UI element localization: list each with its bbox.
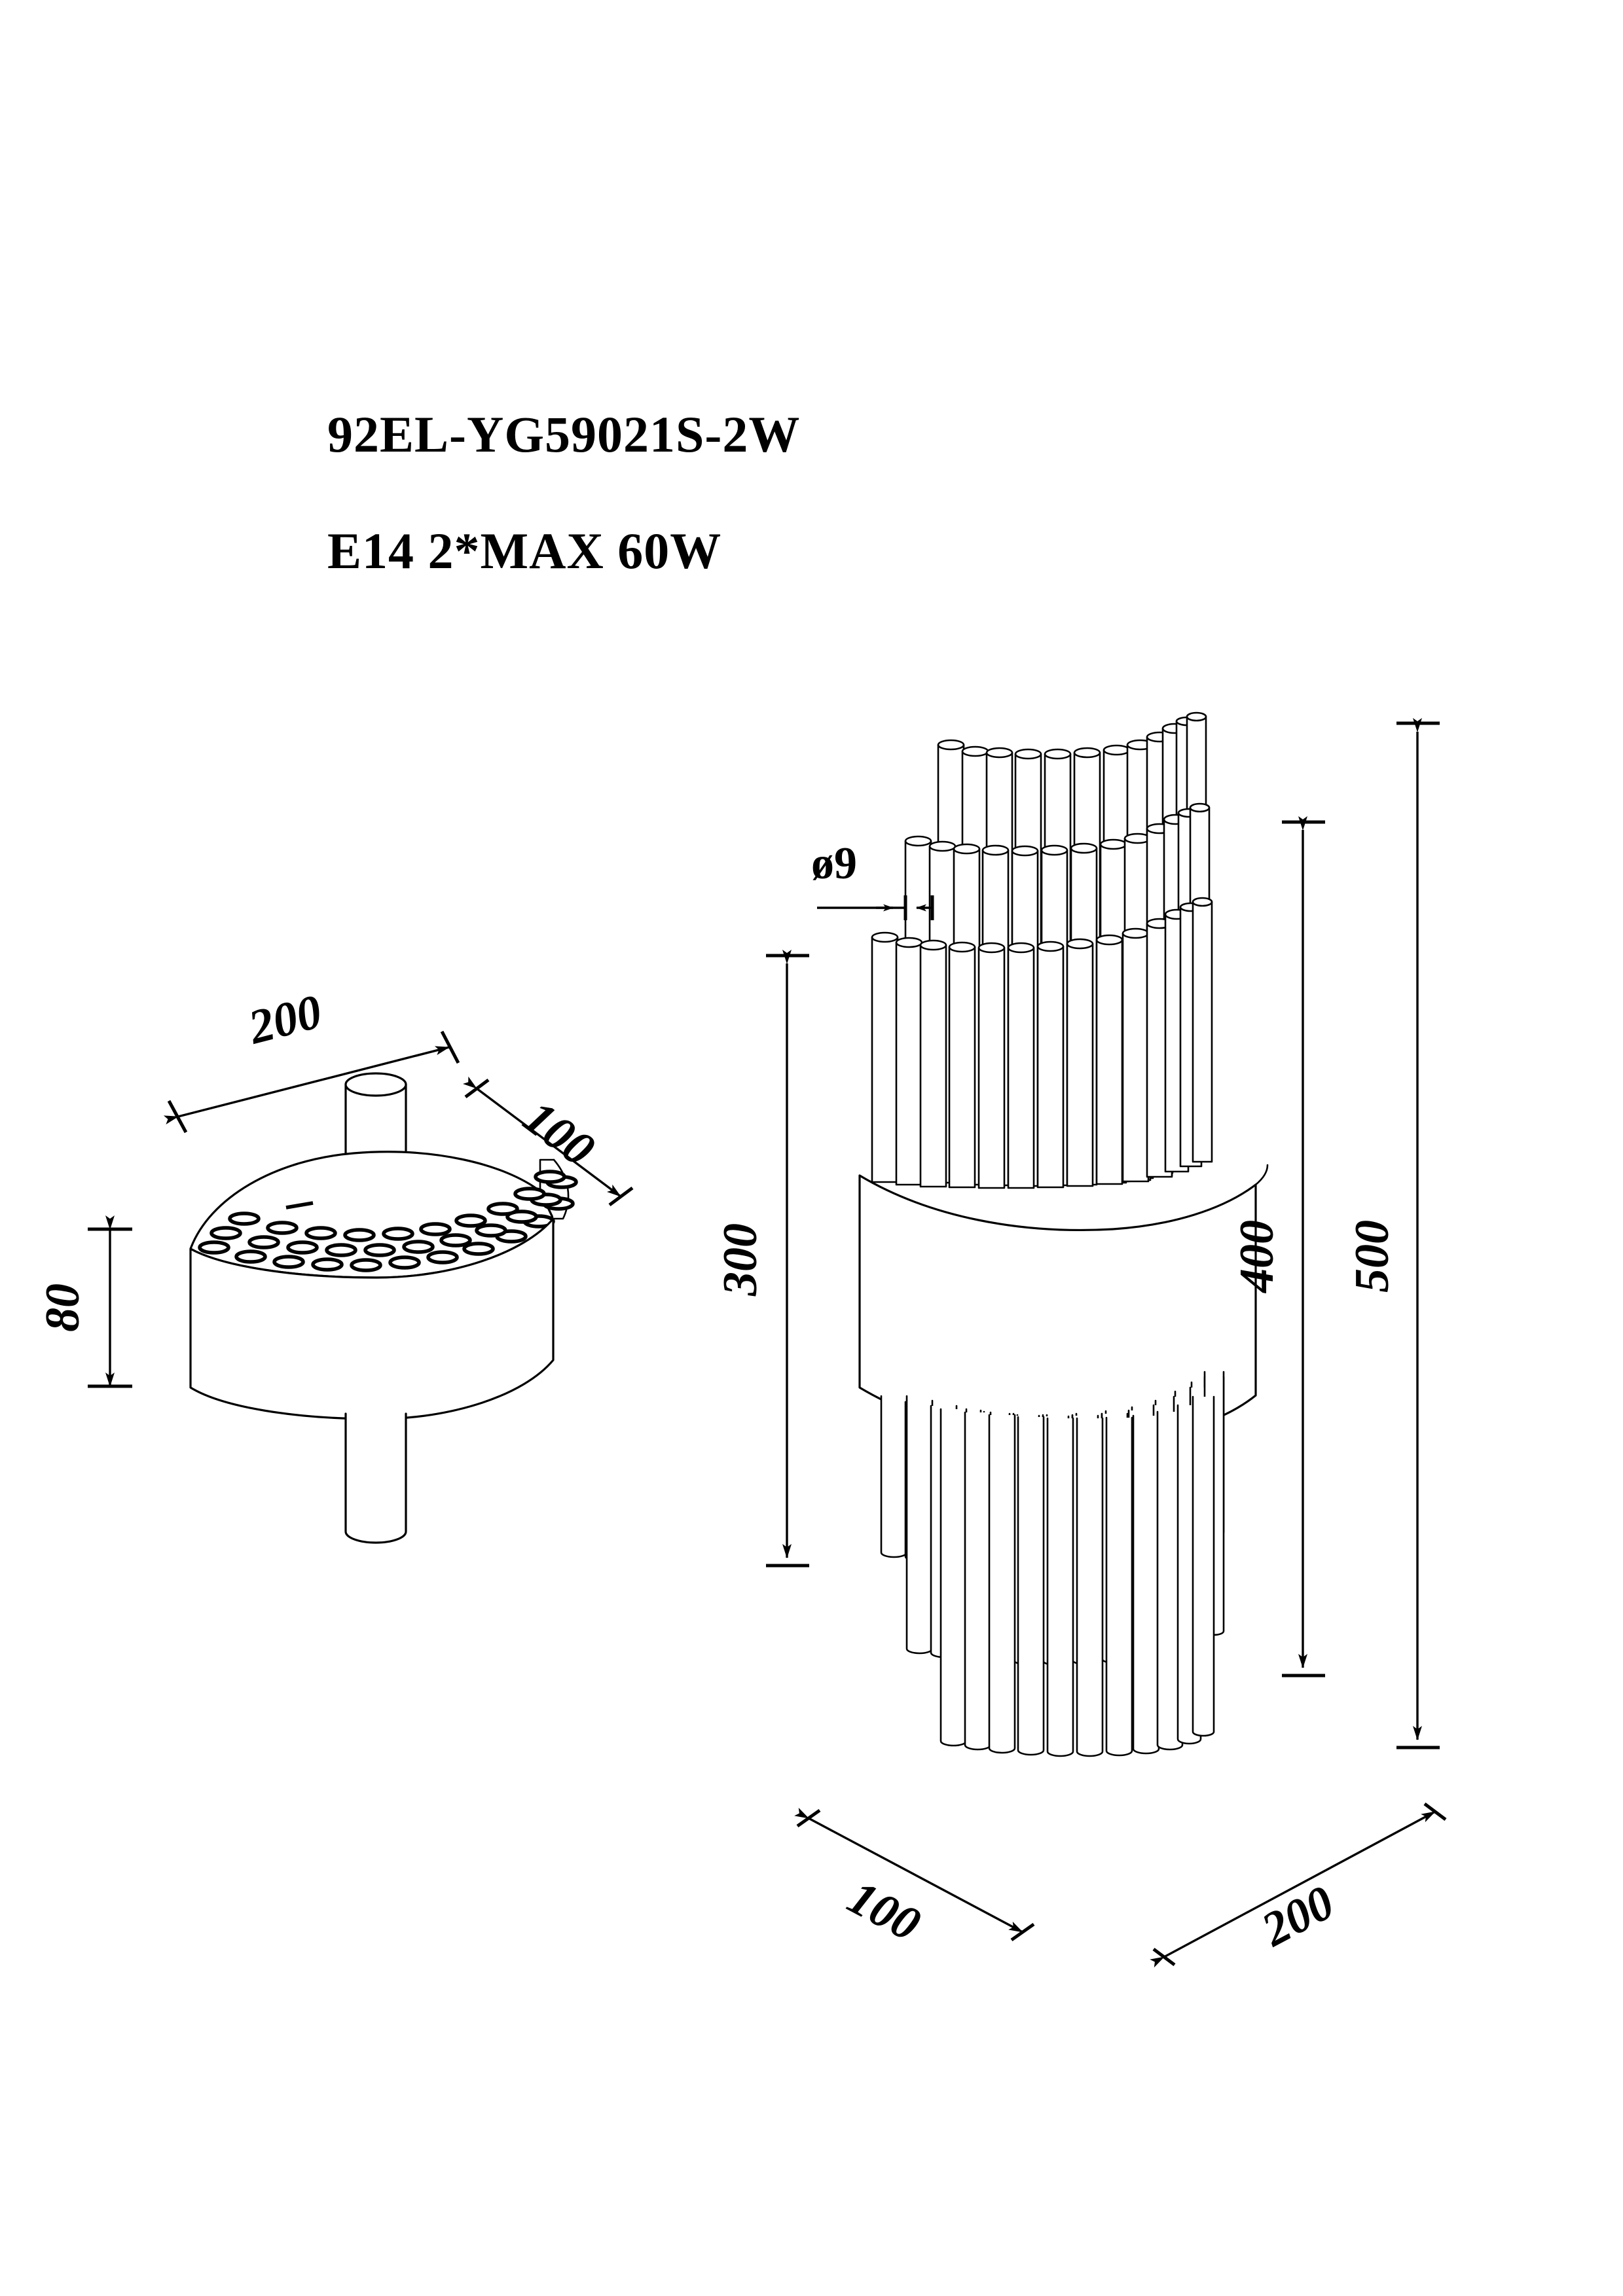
dimension-label-500: 500 <box>1345 1220 1399 1293</box>
dimension-label-200-top: 200 <box>243 984 327 1054</box>
dimension-height-400: 400 <box>1230 816 1325 1677</box>
dimension-height-300: 300 <box>714 950 809 1568</box>
title-block: 92EL-YG59021S-2W E14 2*MAX 60W <box>327 406 800 579</box>
rod <box>1132 1414 1160 1755</box>
rod <box>1036 941 1065 1189</box>
dimension-rod-diameter: ø9 <box>811 838 934 920</box>
rod <box>905 1399 934 1655</box>
dimension-height-500: 500 <box>1345 718 1440 1749</box>
dimension-top-height-80: 80 <box>36 1215 132 1388</box>
rod <box>1156 1410 1184 1751</box>
rod <box>1192 1395 1215 1737</box>
rod <box>1076 1417 1104 1757</box>
rod <box>895 937 923 1186</box>
lamp-spec-text: E14 2*MAX 60W <box>327 522 721 579</box>
front-isometric-view: ø9 300 400 <box>714 711 1447 1968</box>
dimension-label-400: 400 <box>1230 1220 1284 1294</box>
dimension-top-width-200: 200 <box>163 984 460 1134</box>
rod <box>1046 1417 1074 1757</box>
dimension-label-200-front: 200 <box>1253 1875 1343 1957</box>
lower-stem <box>344 1412 407 1544</box>
model-code-text: 92EL-YG59021S-2W <box>327 406 800 463</box>
rod <box>1095 934 1123 1185</box>
rod <box>1066 938 1094 1187</box>
dimension-label-100-top: 100 <box>514 1090 604 1177</box>
rod <box>1007 942 1035 1189</box>
rod <box>1017 1416 1045 1756</box>
dimension-label-diameter-9: ø9 <box>811 838 857 889</box>
rod <box>939 1408 968 1747</box>
rod <box>964 1411 992 1751</box>
dimension-label-300: 300 <box>714 1223 767 1297</box>
rod <box>1192 897 1213 1163</box>
rod <box>1122 927 1150 1183</box>
lower-rods-tier-3 <box>939 1395 1215 1757</box>
dimension-front-width-200: 200 <box>1150 1803 1447 1968</box>
rod <box>871 931 899 1183</box>
dimension-label-80: 80 <box>36 1283 90 1332</box>
shade-body <box>189 1217 555 1420</box>
rod <box>948 941 976 1189</box>
top-isometric-view: 200 100 80 <box>36 984 634 1544</box>
dimension-label-100-front: 100 <box>839 1871 929 1952</box>
rod <box>977 942 1006 1189</box>
dimension-front-depth-100: 100 <box>794 1807 1035 1952</box>
rod <box>988 1414 1016 1754</box>
rod <box>919 939 947 1188</box>
rod <box>1105 1416 1133 1757</box>
upper-rods-tier-3 <box>871 897 1213 1189</box>
rod <box>880 1395 908 1558</box>
